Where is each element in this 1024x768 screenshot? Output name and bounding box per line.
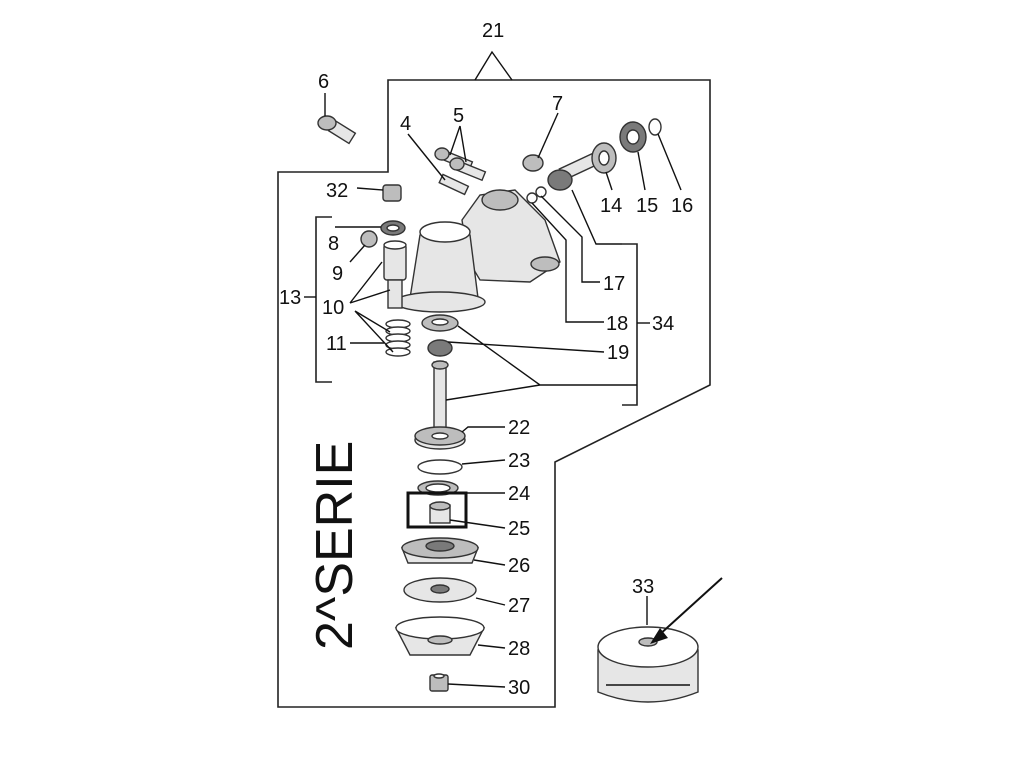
bracket-13 <box>315 216 332 383</box>
bracket-34 <box>622 243 638 406</box>
part-28-cup <box>394 616 486 656</box>
serie-label: 2^SERIE <box>306 441 364 650</box>
leader-32 <box>356 187 384 191</box>
label-33: 33 <box>632 576 654 598</box>
label-16: 16 <box>671 195 693 217</box>
leader-15 <box>637 151 646 191</box>
leader-10 <box>349 261 394 353</box>
leader-4 <box>407 133 446 181</box>
label-23: 23 <box>508 450 530 472</box>
leader-28 <box>477 644 506 649</box>
leader-17 <box>540 195 600 283</box>
part-19-gear <box>427 339 453 357</box>
part-upper-bearing <box>421 314 459 332</box>
label-22: 22 <box>508 417 530 439</box>
label-32: 32 <box>326 180 348 202</box>
part-output-shaft <box>431 360 449 433</box>
leader-7 <box>537 112 559 159</box>
part-27-disc <box>403 577 477 603</box>
label-18: 18 <box>606 313 628 335</box>
leader-5 <box>449 125 467 163</box>
label-14: 14 <box>600 195 622 217</box>
part-14-bearing <box>591 142 617 174</box>
leader-25 <box>449 519 506 529</box>
label-30: 30 <box>508 677 530 699</box>
part-33-trimmer-head <box>597 626 699 703</box>
leader-18 <box>531 202 604 323</box>
part-15-bearing <box>619 121 647 153</box>
leader-bracket-34-parts <box>445 325 637 401</box>
part-8-ring <box>380 220 406 236</box>
part-4-screw <box>438 173 470 196</box>
label-34: 34 <box>652 313 674 335</box>
part-11-spring <box>385 319 411 357</box>
part-5-bolts <box>434 147 487 182</box>
leader-shaft-bracket <box>571 189 622 245</box>
leader-23 <box>461 459 506 465</box>
label-10: 10 <box>322 297 344 319</box>
label-26: 26 <box>508 555 530 577</box>
leader-21 <box>474 50 513 81</box>
leader-19 <box>447 341 605 353</box>
label-5: 5 <box>453 105 464 127</box>
part-gear-housing <box>394 189 561 313</box>
leader-22 <box>461 426 505 433</box>
leader-26 <box>473 559 506 566</box>
label-28: 28 <box>508 638 530 660</box>
label-4: 4 <box>400 113 411 135</box>
leader-14 <box>605 171 613 191</box>
label-15: 15 <box>636 195 658 217</box>
highlight-box-24-25 <box>406 491 468 529</box>
arrow-33 <box>657 577 723 637</box>
label-17: 17 <box>603 273 625 295</box>
part-32-plug <box>382 184 402 202</box>
label-21: 21 <box>482 20 504 42</box>
label-19: 19 <box>607 342 629 364</box>
label-6: 6 <box>318 71 329 93</box>
part-26-flange <box>400 537 480 564</box>
label-27: 27 <box>508 595 530 617</box>
label-25: 25 <box>508 518 530 540</box>
label-13: 13 <box>279 287 301 309</box>
part-9-pin <box>360 230 378 248</box>
part-10-pin <box>383 240 407 309</box>
label-11: 11 <box>326 333 347 355</box>
label-8: 8 <box>328 233 339 255</box>
leader-16 <box>657 133 682 191</box>
part-25-bushing <box>429 501 451 524</box>
leader-9 <box>349 244 366 263</box>
part-23-circlip <box>417 459 463 475</box>
part-30-nut <box>429 673 449 692</box>
arrow-33-head <box>650 628 668 644</box>
leader-27 <box>475 597 506 606</box>
assembly-frame <box>277 79 711 708</box>
part-16-ring <box>648 118 662 136</box>
leader-30 <box>447 683 506 688</box>
part-17-18-washers <box>526 186 547 204</box>
part-7-nut <box>522 154 544 172</box>
part-6-bolt <box>317 115 357 145</box>
label-24: 24 <box>508 483 530 505</box>
label-9: 9 <box>332 263 343 285</box>
part-22-bearing <box>414 426 466 450</box>
label-7: 7 <box>552 93 563 115</box>
